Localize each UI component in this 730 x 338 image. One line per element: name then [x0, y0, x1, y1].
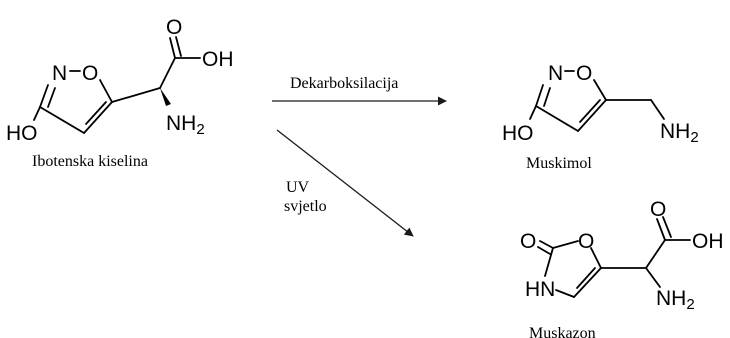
ibotenic-oh-group: OH: [202, 48, 234, 71]
ibotenic-double-c3-n: [47, 87, 56, 108]
ibotenic-atom-o-ring: O: [82, 62, 98, 85]
ibotenic-bond-c3-oh: [33, 106, 41, 121]
muscimol-double-c3-n: [543, 87, 551, 107]
ibotenic-bond-calpha-cooh: [159, 57, 176, 89]
ibotenic-double-c4-c5: [85, 101, 107, 125]
muscimol-atom-o-ring: O: [576, 62, 592, 85]
muscazone-oh-group: OH: [692, 230, 724, 253]
muscazone-hn-group: HN: [525, 278, 555, 301]
ibotenic-bond-co-inner: [175, 36, 182, 57]
muscazone-structure: O O O OH HN NH2: [520, 198, 724, 313]
muscimol-atom-n: N: [548, 62, 563, 85]
muscazone-bond-o-c2-a: [539, 240, 554, 249]
ibotenic-bond-c3-n: [39, 84, 49, 108]
muscimol-bond-c3-oh: [529, 105, 537, 120]
ibotenic-atom-n: N: [52, 62, 67, 85]
muscazone-bond-co-outer: [656, 218, 666, 241]
muscazone-double-c4-c5: [576, 267, 596, 289]
ibotenic-bond-o-c5: [99, 79, 113, 103]
decarboxylation-label: Dekarboksilacija: [290, 75, 398, 92]
muscazone-atom-o-carbonyl: O: [650, 198, 666, 221]
muscazone-bond-calpha-nh2: [645, 267, 661, 288]
uv-label-line1: UV: [286, 179, 310, 196]
muscazone-bond-o-c2-b: [537, 246, 551, 255]
ibotenic-wedge-nh2: [160, 88, 171, 106]
ibotenic-bond-c4-c3: [39, 106, 85, 134]
muscazone-atom-o-ring: O: [578, 230, 594, 253]
muscazone-atom-o-exo: O: [520, 230, 536, 253]
muscazone-bond-calpha-cooh: [645, 239, 666, 269]
muscimol-double-c4-c5: [579, 99, 601, 123]
ibotenic-ho-group: HO: [6, 122, 38, 145]
muscimol-nh2-group: NH2: [660, 120, 699, 146]
muscazone-name: Muskazon: [529, 325, 596, 338]
muscazone-bond-nh-c2: [544, 247, 554, 277]
muscazone-bond-co-inner: [662, 216, 672, 238]
muscazone-nh2-group: NH2: [656, 287, 695, 313]
uv-light-arrow: [276, 129, 414, 237]
ibotenic-nh2-group: NH2: [166, 112, 205, 138]
muscazone-bond-c5-c4: [573, 267, 602, 298]
muscimol-bond-ch2-nh2: [650, 99, 665, 120]
muscazone-bond-oring-c5: [590, 247, 602, 269]
muscimol-name: Muskimol: [526, 155, 592, 172]
ibotenic-atom-o-carbonyl: O: [166, 16, 182, 39]
ibotenic-bond-c5-calpha: [111, 87, 161, 103]
muscimol-bond-c3-n: [535, 84, 544, 107]
muscimol-ho-group: HO: [502, 122, 534, 145]
ibotenic-acid-structure: N O O OH HO NH2: [6, 16, 234, 145]
ibotenic-acid-name: Ibotenska kiselina: [32, 153, 148, 170]
muscazone-bond-c4-nh: [555, 289, 575, 298]
muscimol-bond-o-c5: [593, 79, 607, 101]
muscimol-structure: N O HO NH2: [502, 62, 699, 146]
uv-label-line2: svjetlo: [284, 198, 327, 215]
muscazone-bond-c2-oring: [552, 240, 579, 249]
ibotenic-bond-co-outer: [169, 37, 176, 59]
muscimol-bond-c5-c4: [577, 99, 607, 132]
muscimol-bond-c4-c3: [535, 105, 579, 132]
ibotenic-bond-c5-c4: [83, 101, 113, 134]
